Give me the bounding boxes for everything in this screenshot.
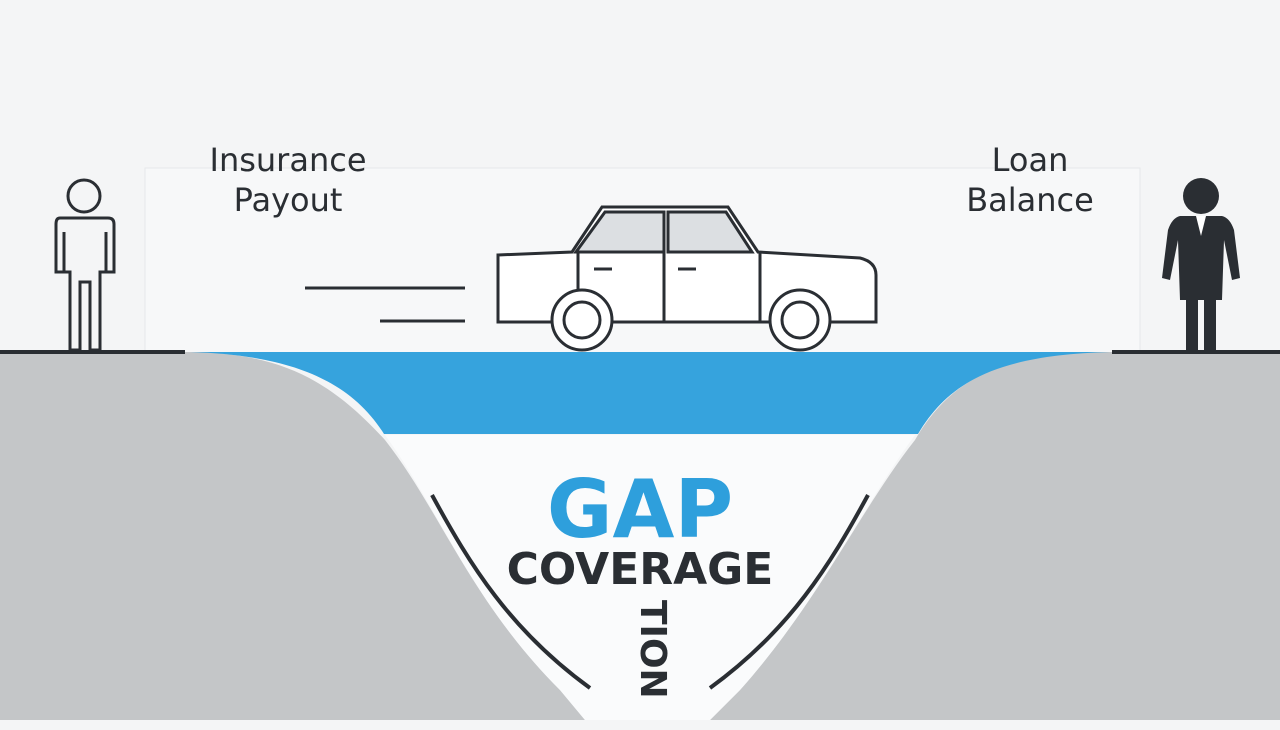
ground-right: [710, 352, 1280, 720]
valley-edge-left: [430, 494, 592, 690]
car-icon: [496, 205, 878, 352]
valley: [385, 435, 915, 720]
gap-band: [190, 352, 1110, 434]
insurance-payout-line-2: Payout: [233, 181, 343, 219]
person-outline-icon: [54, 178, 116, 352]
gap-subtitle: COVERAGE: [506, 544, 774, 595]
loan-balance-line-1: Loan: [991, 141, 1069, 179]
valley-edge-right: [708, 494, 870, 690]
loan-balance-line-2: Balance: [966, 181, 1094, 219]
insurance-payout-line-1: Insurance: [209, 141, 367, 179]
person-in-suit-icon: [1162, 178, 1240, 352]
insurance-payout-label: Insurance Payout: [188, 140, 388, 220]
gap-vertical-text: TION: [632, 600, 673, 699]
loan-balance-label: Loan Balance: [930, 140, 1130, 220]
gap-title: GAP: [546, 463, 734, 556]
ground-left: [0, 352, 585, 720]
